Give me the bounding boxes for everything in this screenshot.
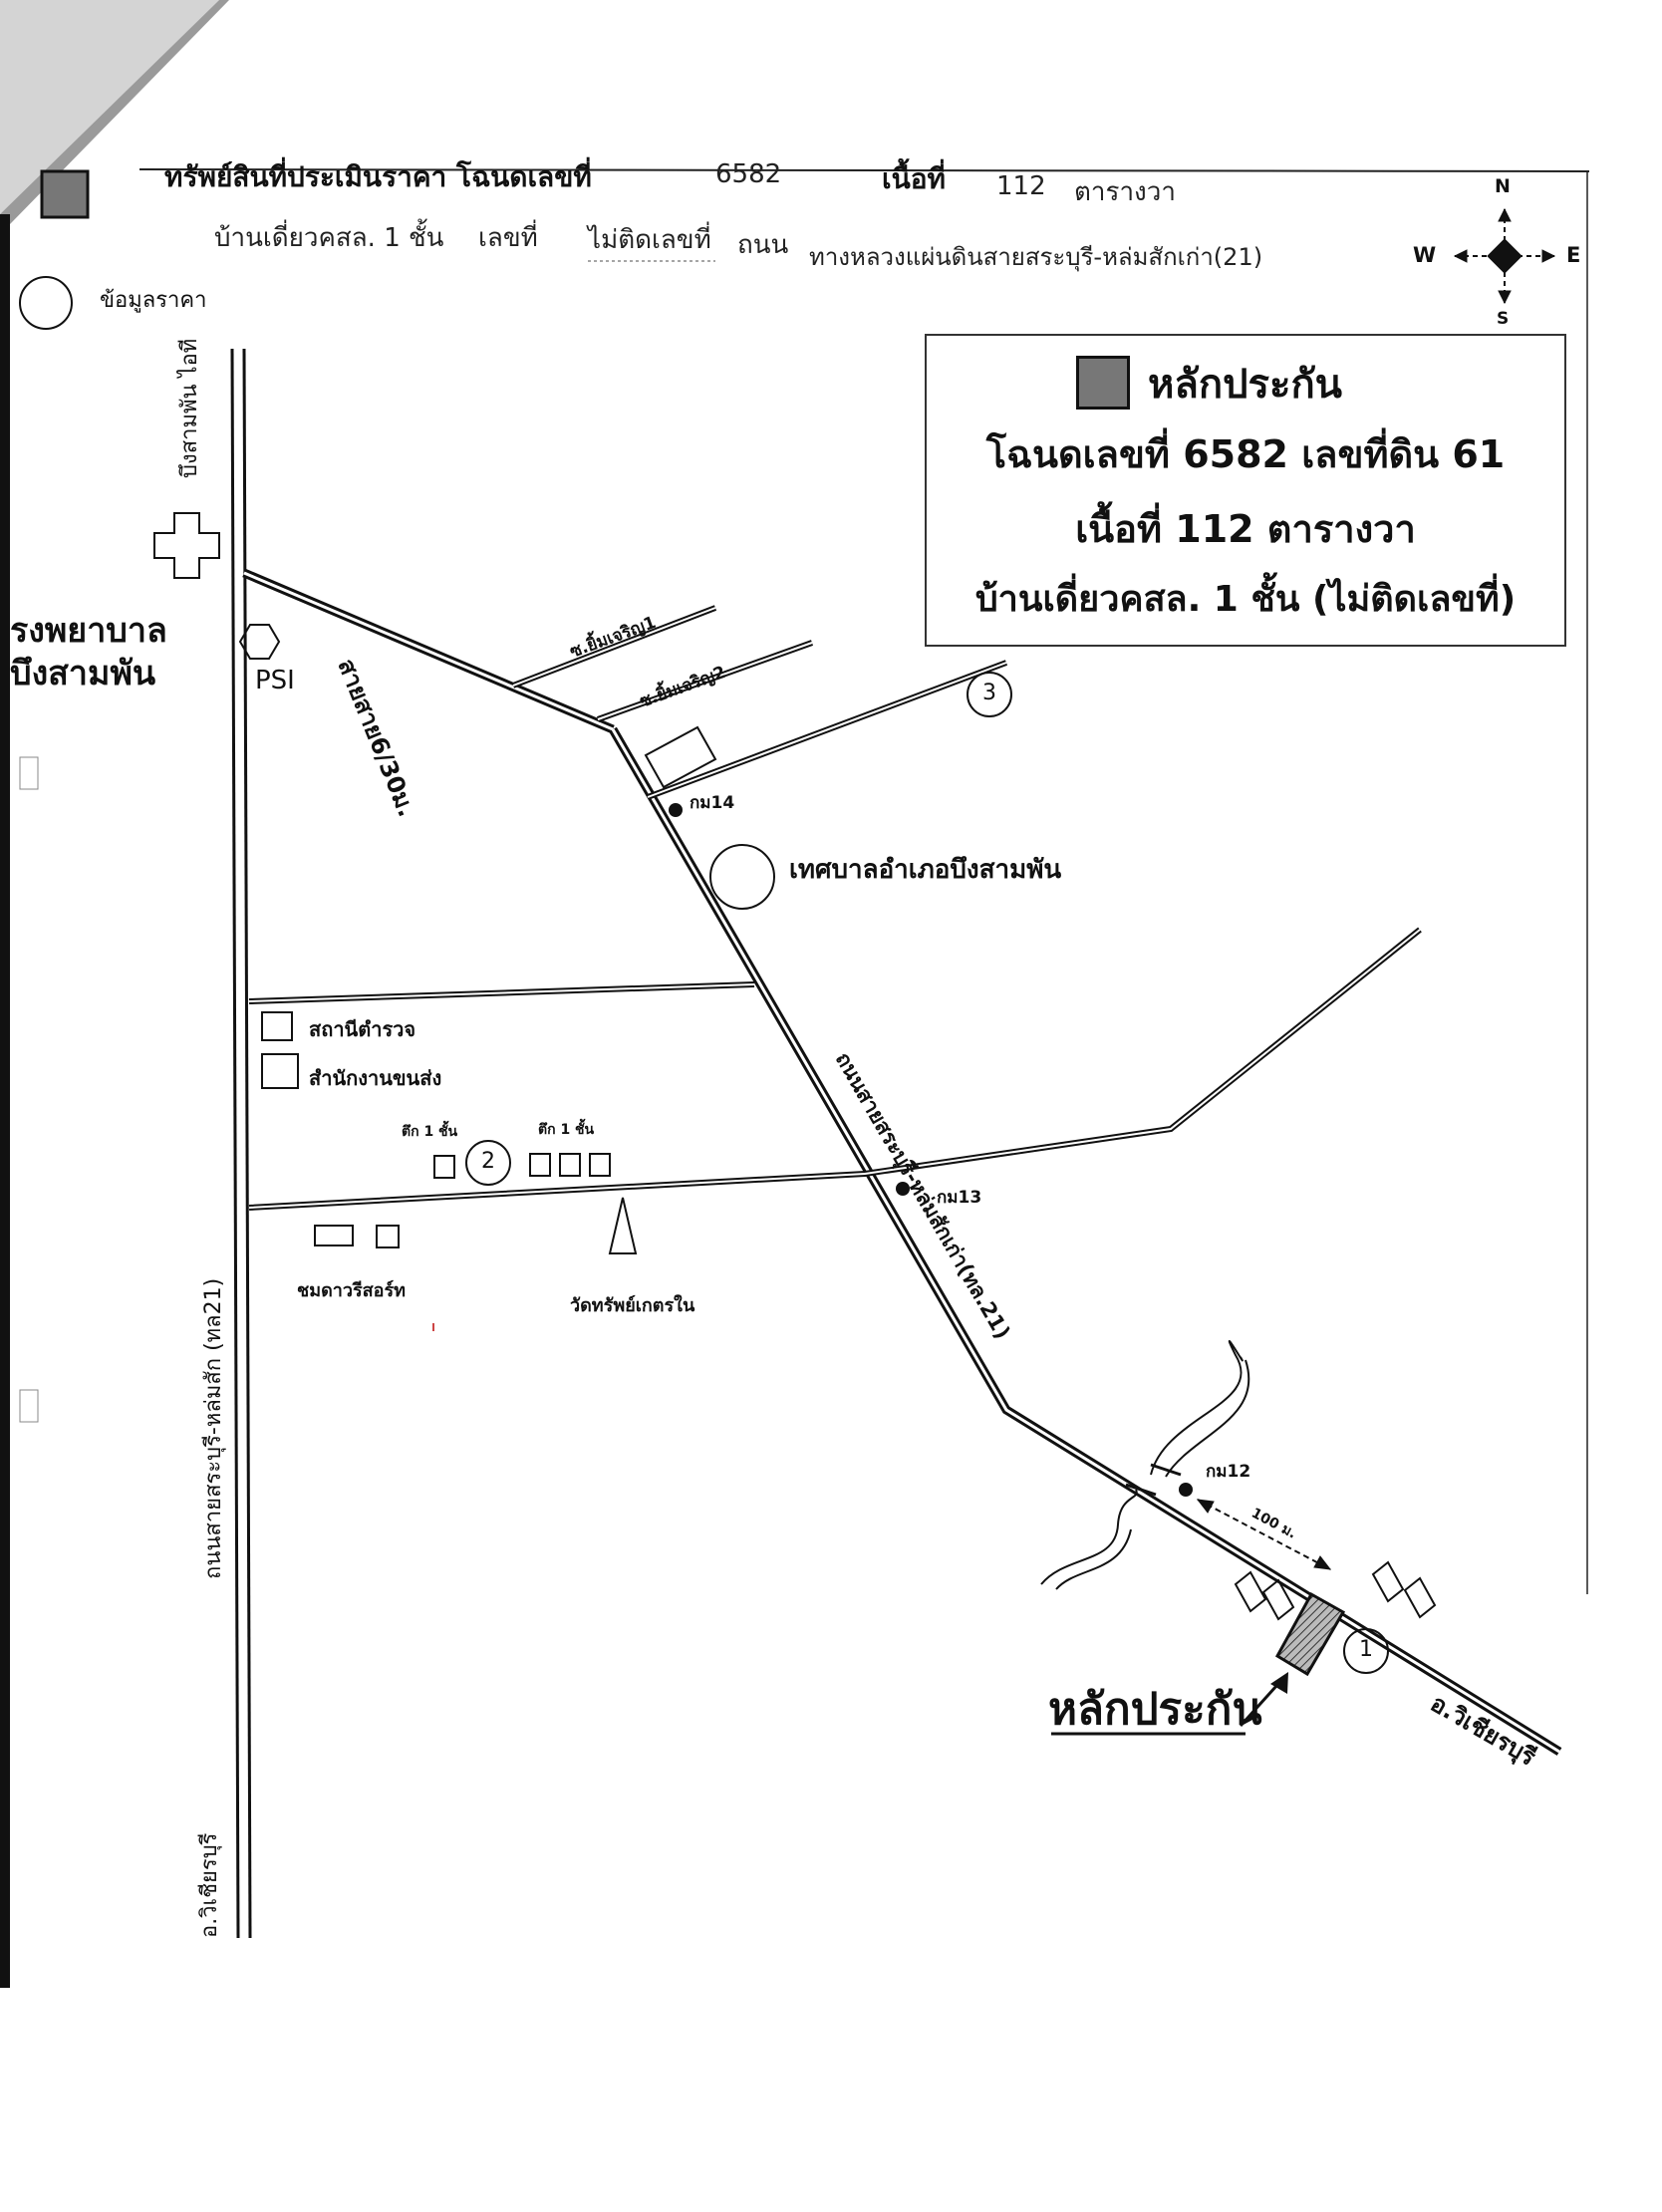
road-label-bungsamphan: บึงสามพัน ไอที — [177, 338, 202, 478]
highway-21-left-line — [230, 348, 240, 1939]
km14-label: กม14 — [690, 793, 735, 813]
hospital-icon — [153, 512, 220, 579]
transport-office-box — [261, 1053, 299, 1089]
legend-area-line: เนื้อที่ 112 ตารางวา — [1075, 507, 1416, 551]
building-a-label: ตึก 1 ชั้น — [402, 1124, 458, 1140]
marker-2-label: 2 — [481, 1149, 495, 1174]
stream-2 — [1040, 1489, 1138, 1585]
resort-label: ชมดาวรีสอร์ท — [297, 1280, 406, 1301]
temple-label: วัดทรัพย์เกตรใน — [570, 1295, 695, 1316]
resort-box-1 — [314, 1225, 354, 1246]
price-data-label: ข้อมูลราคา — [100, 288, 207, 313]
house-number-value: ไม่ติดเลขที่ — [588, 225, 711, 255]
deed-number: 6582 — [715, 159, 782, 189]
hospital-label-1: รงพยาบาล — [10, 611, 167, 651]
building-b-label: ตึก 1 ชั้น — [538, 1122, 595, 1138]
temple-icon — [608, 1197, 638, 1254]
marker-1-label: 1 — [1359, 1637, 1373, 1662]
highway-21-right-line — [242, 348, 252, 1939]
legend-deed-line: โฉนดเลขที่ 6582 เลขที่ดิน 61 — [985, 432, 1506, 476]
km12-label: กม12 — [1206, 1462, 1251, 1482]
legend-title: หลักประกัน — [1148, 362, 1343, 408]
marker-1-circle — [1343, 1628, 1389, 1674]
compass-rose — [1453, 207, 1556, 305]
legend-building-line: บ้านเดี่ยวคสล. 1 ชั้น (ไม่ติดเลขที่) — [974, 579, 1517, 620]
road-value: ทางหลวงแผ่นดินสายสระบุรี-หล่มสักเก่า(21) — [809, 243, 1263, 271]
legend-collateral-symbol — [1076, 356, 1130, 410]
hospital-label-2: บึงสามพัน — [10, 654, 156, 693]
compass-e: E — [1566, 243, 1581, 267]
collateral-building — [1274, 1591, 1346, 1677]
resort-box-2 — [376, 1225, 400, 1248]
area-value: 112 — [996, 171, 1046, 201]
km12-marker — [1179, 1483, 1193, 1497]
psi-hexagon — [238, 624, 281, 660]
old-highway-21 — [609, 726, 1562, 1756]
road-label-wichianburi-left: อ.วิเชียรบุรี — [197, 1832, 222, 1939]
police-label: สถานีตำรวจ — [309, 1017, 416, 1041]
transport-label: สำนักงานขนส่ง — [309, 1066, 442, 1090]
house-number-label: เลขที่ — [478, 223, 538, 253]
police-station-box — [261, 1011, 293, 1041]
distance-100m-arrow — [1196, 1499, 1332, 1570]
municipality-circle — [709, 844, 775, 910]
marker-3-label: 3 — [982, 681, 996, 705]
building-1-storey-b3 — [589, 1153, 611, 1177]
area-unit: ตารางวา — [1074, 177, 1176, 207]
building-type: บ้านเดี่ยวคสล. 1 ชั้น — [214, 223, 444, 253]
road-label-highway-21: ถนนสายสระบุรี-หล่มสัก (ทล21) — [201, 1277, 226, 1579]
collateral-pointer-label: หลักประกัน — [1048, 1684, 1262, 1735]
km14-marker — [669, 803, 683, 817]
municipality-label: เทศบาลอำเภอบึงสามพัน — [789, 855, 1062, 885]
scan-edge — [0, 214, 10, 1988]
building-1-storey-a — [433, 1155, 455, 1179]
building-1-storey-b2 — [559, 1153, 581, 1177]
marker-2-circle — [465, 1140, 511, 1186]
marker-3-circle — [967, 672, 1012, 717]
collateral-symbol — [40, 169, 90, 219]
road-label: ถนน — [737, 230, 789, 260]
stream-1 — [1150, 1339, 1244, 1476]
building-near-km14 — [644, 725, 717, 789]
compass-w: W — [1413, 243, 1437, 267]
km13-marker — [896, 1182, 910, 1196]
collateral-legend: หลักประกัน โฉนดเลขที่ 6582 เลขที่ดิน 61 … — [925, 334, 1566, 647]
psi-label: PSI — [255, 666, 295, 695]
frame-top — [138, 168, 1590, 172]
header-title: ทรัพย์สินที่ประเมินราคา โฉนดเลขที่ — [164, 160, 592, 193]
km13-label: กม13 — [937, 1188, 982, 1208]
compass-s: S — [1497, 309, 1510, 329]
area-label: เนื้อที่ — [882, 162, 946, 195]
building-1-storey-b1 — [529, 1153, 551, 1177]
price-data-circle — [19, 276, 73, 330]
compass-n: N — [1495, 175, 1511, 197]
